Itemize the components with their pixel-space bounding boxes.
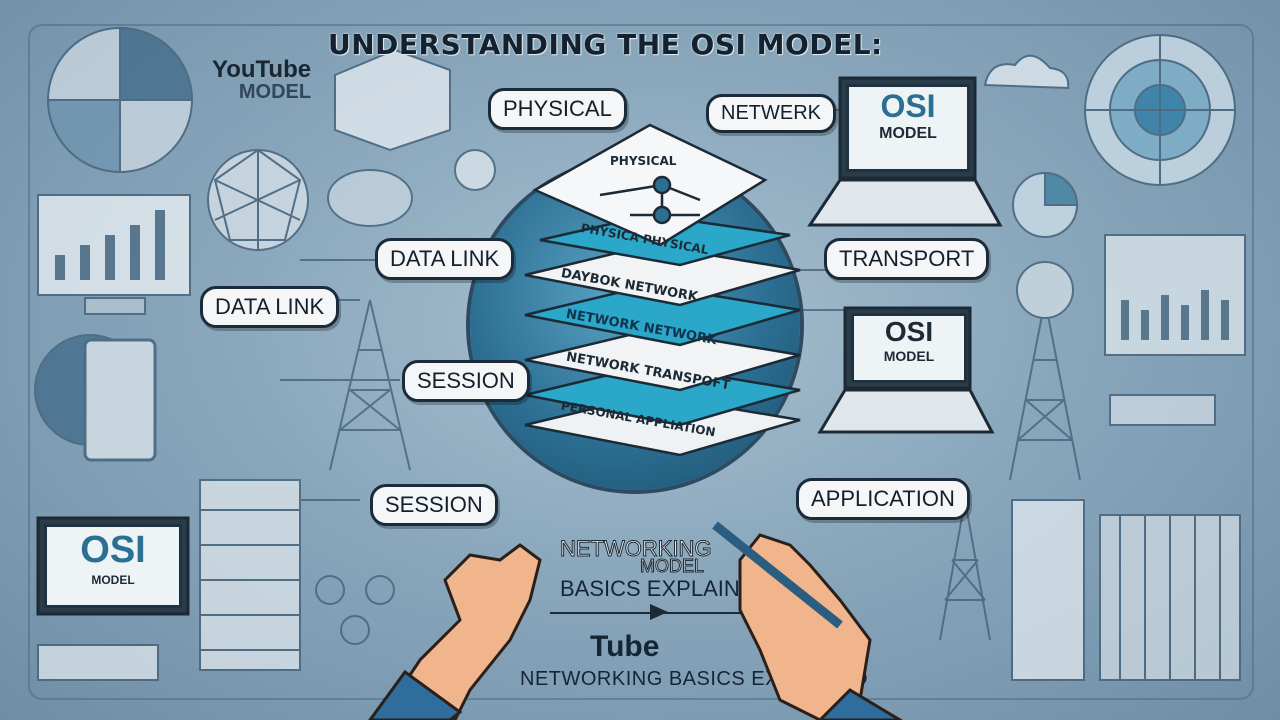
network-label: NETWERK (706, 94, 836, 133)
model-text: MODEL (91, 573, 135, 587)
model-caption: MODEL (639, 556, 705, 577)
transport-label: TRANSPORT (824, 238, 990, 280)
application-label: APPLICATION (796, 478, 970, 520)
osi-text: OSI (884, 316, 934, 347)
session-label-upper: SESSION (402, 360, 530, 402)
model-text: MODEL (879, 125, 937, 142)
osi-text: OSI (80, 529, 146, 571)
tube-logo-text: Tube (590, 630, 660, 663)
youtube-logo-text: YouTube (212, 56, 312, 83)
data-link-label-left: DATA LINK (200, 286, 340, 328)
monitor-screen-left: OSI MODEL (44, 524, 182, 608)
osi-text: OSI (880, 88, 936, 124)
border-frame (28, 24, 1254, 700)
session-label-lower: SESSION (370, 484, 498, 526)
progress-line (550, 612, 750, 614)
data-link-label-center: DATA LINK (375, 238, 515, 280)
laptop-screen-top: OSI MODEL (846, 84, 970, 172)
networking-caption: NETWORKING (560, 536, 713, 562)
page-title: UNDERSTANDING THE OSI MODEL: (328, 28, 883, 61)
laptop-screen-middle: OSI MODEL (851, 313, 967, 383)
stack-layer-1: PHYSICAL (610, 154, 677, 168)
model-text: MODEL (238, 81, 312, 103)
basics-explained-caption: BASICS EXPLAINED (560, 576, 771, 601)
physical-label: PHYSICAL (488, 88, 627, 130)
youtube-model-tag: YouTube MODEL (212, 56, 312, 103)
model-text: MODEL (883, 348, 935, 364)
